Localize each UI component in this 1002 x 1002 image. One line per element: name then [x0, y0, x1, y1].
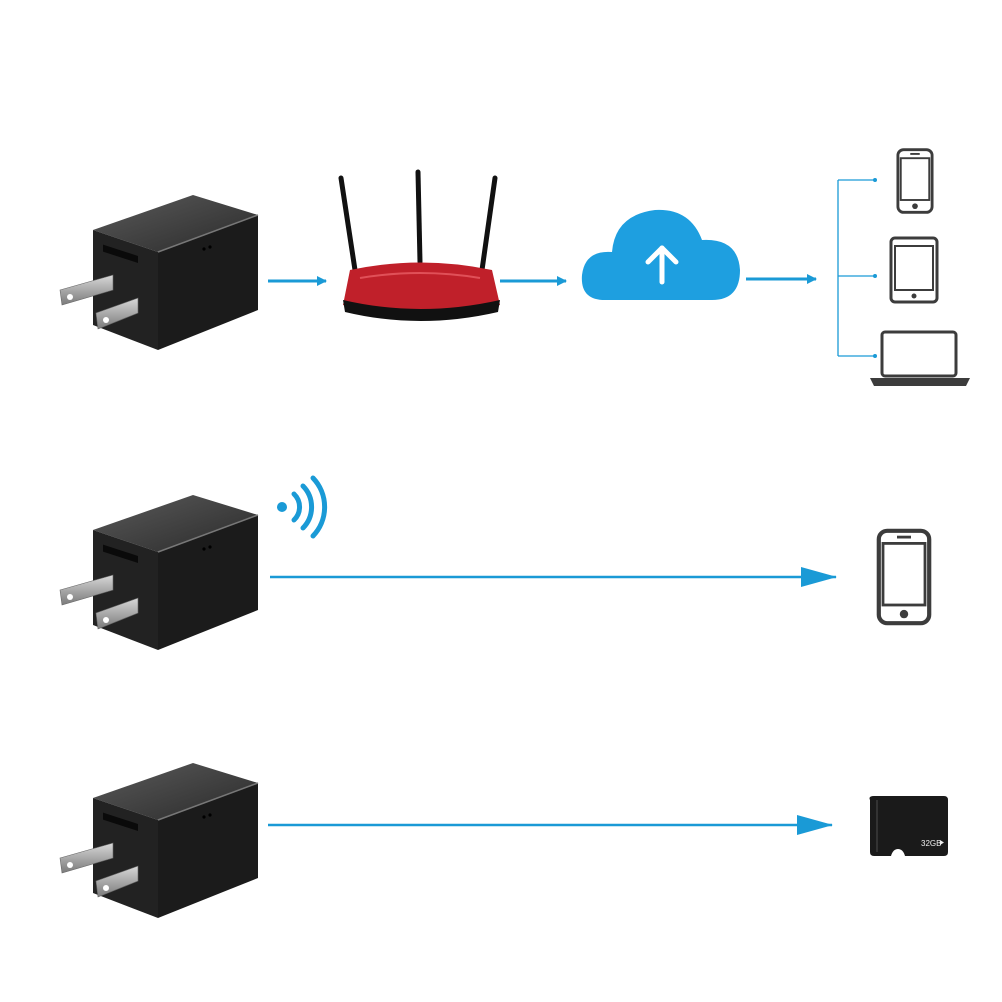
sd-card-icon: 32GB — [869, 796, 948, 856]
device-branch-lines — [837, 178, 877, 358]
sd-card-capacity: 32GB — [921, 839, 941, 848]
router-icon — [338, 169, 500, 321]
tablet-icon — [889, 236, 939, 304]
smartphone-icon — [896, 148, 934, 214]
camera-charger-2 — [59, 494, 259, 650]
camera-charger-1 — [59, 194, 259, 350]
wifi-icon — [277, 475, 328, 539]
smartphone-icon — [879, 531, 929, 623]
cloud-upload-icon — [581, 209, 740, 300]
camera-charger-3 — [59, 762, 259, 918]
laptop-icon — [870, 330, 970, 386]
